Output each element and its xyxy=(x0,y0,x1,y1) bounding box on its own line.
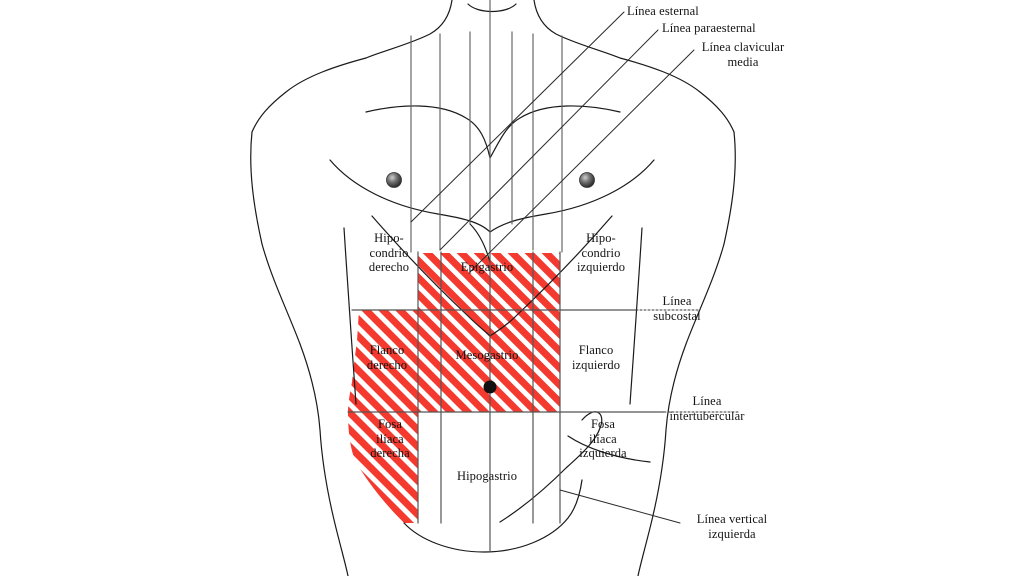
leader-linea-clavicular-media xyxy=(469,49,695,273)
waist-contour-right xyxy=(629,227,643,405)
chin-curve xyxy=(467,3,517,13)
waist-contour-left xyxy=(343,227,357,405)
hip-left-outer xyxy=(319,429,349,576)
costal-margin-left xyxy=(371,215,491,337)
clavicle-left xyxy=(365,105,491,159)
markers xyxy=(386,172,595,394)
arm-left-outer xyxy=(250,131,263,245)
xiphoid-curve xyxy=(469,223,491,263)
torso-right-side-upper xyxy=(665,243,725,431)
pelvic-brim xyxy=(403,479,583,553)
thorax-vertical-lines xyxy=(410,0,563,253)
leader-lines-upper-right xyxy=(410,11,695,273)
leader-linea-esternal xyxy=(410,11,625,223)
leader-linea-paraesternal xyxy=(439,29,659,251)
groin-curve-right xyxy=(499,411,603,523)
pectoral-right-lower xyxy=(489,159,655,233)
shoulder-right xyxy=(619,57,735,133)
region-fill-flanco-derecho-upper xyxy=(357,310,418,341)
leader-linea-vertical-izquierda xyxy=(559,489,681,524)
shoulder-left xyxy=(251,57,367,133)
arm-right-outer xyxy=(723,131,736,245)
nipple-left-marker xyxy=(579,172,595,188)
clavicle-right xyxy=(489,105,621,159)
leader-lines-dotted xyxy=(635,309,739,413)
pectoral-left-lower xyxy=(329,159,491,233)
costal-margin-right xyxy=(489,215,613,337)
neck-right-edge xyxy=(533,0,621,59)
leader-vertical-izq xyxy=(559,489,681,524)
neck-left-edge xyxy=(365,0,453,59)
nipple-right-marker xyxy=(386,172,402,188)
umbilicus-marker xyxy=(483,380,497,394)
torso-outline xyxy=(250,0,736,576)
inguinal-fold-right xyxy=(567,435,651,463)
region-fill-fosa-iliaca-derecha xyxy=(348,412,418,523)
hip-right-outer xyxy=(637,429,667,576)
hatched-regions xyxy=(348,253,560,523)
region-fill-flanco-derecho xyxy=(348,310,418,412)
torso-left-side-upper xyxy=(261,243,321,431)
